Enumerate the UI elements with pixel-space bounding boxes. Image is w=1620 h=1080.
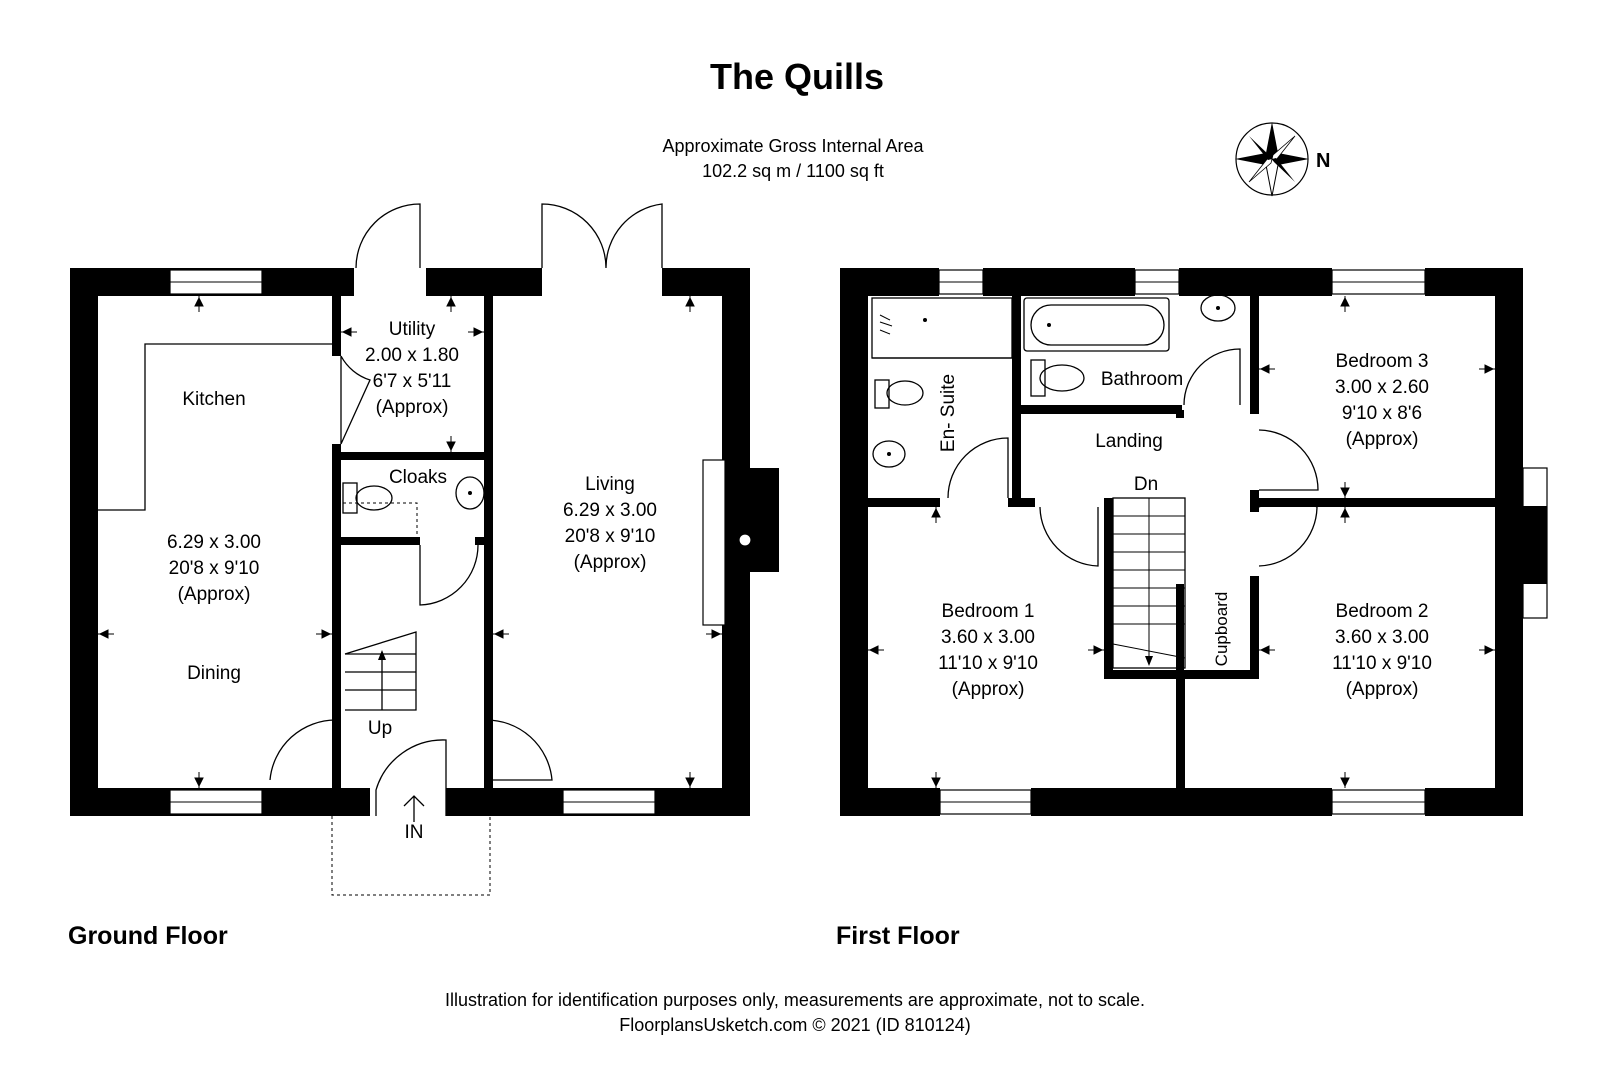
room-bedroom2-metric: 3.60 x 3.00 [1335, 627, 1429, 648]
footer-disclaimer: Illustration for identification purposes… [445, 990, 1145, 1010]
room-bedroom2-name: Bedroom 2 [1336, 601, 1429, 622]
compass-north-label: N [1316, 150, 1330, 172]
room-living-metric: 6.29 x 3.00 [563, 500, 657, 521]
room-bedroom1-metric: 3.60 x 3.00 [941, 627, 1035, 648]
first-floor-plan [840, 268, 1548, 816]
room-dining-name: Dining [187, 663, 241, 684]
first-floor-label: First Floor [836, 922, 960, 950]
compass-rose-icon [1235, 122, 1309, 197]
area-heading: Approximate Gross Internal Area [662, 136, 924, 156]
plan-title: The Quills [710, 56, 884, 97]
room-bedroom2-imperial: 11'10 x 9'10 [1332, 653, 1432, 674]
room-utility-note: (Approx) [376, 397, 449, 418]
stairs-down-label: Dn [1134, 474, 1158, 495]
room-bedroom3-metric: 3.00 x 2.60 [1335, 377, 1429, 398]
room-bedroom3-name: Bedroom 3 [1336, 351, 1429, 372]
room-cupboard-name: Cupboard [1212, 592, 1231, 667]
room-living-note: (Approx) [574, 552, 647, 573]
room-dining-note: (Approx) [178, 584, 251, 605]
room-living-imperial: 20'8 x 9'10 [565, 526, 656, 547]
footer-credit: FloorplansUsketch.com © 2021 (ID 810124) [619, 1015, 970, 1035]
room-bathroom-name: Bathroom [1101, 369, 1183, 390]
room-ensuite-name: En- Suite [938, 374, 959, 452]
room-living-name: Living [585, 474, 635, 495]
stairs-up-label: Up [368, 718, 392, 739]
room-bedroom1-name: Bedroom 1 [942, 601, 1035, 622]
room-utility-metric: 2.00 x 1.80 [365, 345, 459, 366]
room-kitchen-name: Kitchen [182, 389, 245, 410]
room-utility-imperial: 6'7 x 5'11 [373, 371, 452, 392]
room-bedroom2-note: (Approx) [1346, 679, 1419, 700]
room-bedroom3-imperial: 9'10 x 8'6 [1342, 403, 1422, 424]
room-landing-name: Landing [1095, 431, 1163, 452]
room-dining-metric: 6.29 x 3.00 [167, 532, 261, 553]
room-utility-name: Utility [389, 319, 436, 340]
area-value: 102.2 sq m / 1100 sq ft [702, 161, 884, 181]
room-bedroom1-note: (Approx) [952, 679, 1025, 700]
entrance-label: IN [405, 822, 424, 843]
room-bedroom1-imperial: 11'10 x 9'10 [938, 653, 1038, 674]
room-cloaks-name: Cloaks [389, 467, 447, 488]
ground-floor-label: Ground Floor [68, 922, 228, 950]
room-dining-imperial: 20'8 x 9'10 [169, 558, 260, 579]
ground-floor-plan [70, 203, 779, 896]
room-bedroom3-note: (Approx) [1346, 429, 1419, 450]
